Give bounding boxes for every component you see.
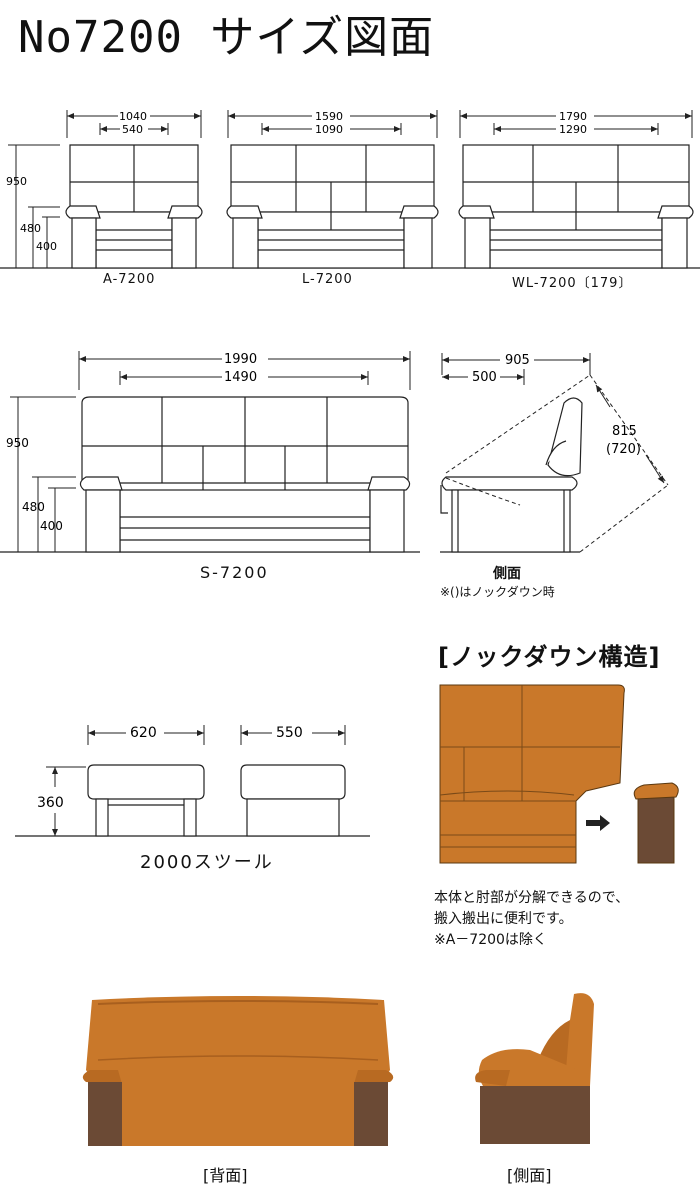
- knockdown-heading: [ノックダウン構造]: [438, 643, 661, 671]
- back-photo-label: [背面]: [203, 1166, 248, 1185]
- a7200-width: 1040: [119, 110, 147, 123]
- row1-height-arm: 480: [20, 222, 41, 235]
- sofa-wl7200-front: [458, 144, 694, 269]
- page-title: No7200 サイズ図面: [18, 12, 435, 63]
- knockdown-illustration: [439, 684, 679, 864]
- wl7200-label: WL-7200〔179〕: [512, 276, 633, 291]
- side-photo-label: [側面]: [507, 1166, 552, 1185]
- knockdown-note: ※()はノックダウン時: [440, 585, 555, 599]
- stool-550: [240, 764, 346, 837]
- sofa-l7200-front: [226, 144, 439, 269]
- a7200-label: A-7200: [103, 272, 156, 287]
- arrow-right-icon: [586, 815, 610, 831]
- s7200-height-total: 950: [6, 436, 29, 450]
- l7200-width: 1590: [315, 110, 343, 123]
- stool1-width: 620: [130, 725, 157, 741]
- side-photo: [475, 993, 594, 1144]
- stool-label: 2000スツール: [140, 852, 274, 873]
- sofa-a7200-front: [65, 144, 203, 269]
- stool2-width: 550: [276, 725, 303, 741]
- s7200-inner: 1490: [224, 370, 257, 385]
- knockdown-desc-2: 搬入搬出に便利です。: [434, 911, 573, 927]
- row1-height-total: 950: [6, 175, 27, 188]
- side-depth: 905: [505, 353, 530, 368]
- row1-drawings: 950 480 400: [0, 110, 700, 269]
- stool-620: [87, 764, 205, 837]
- a7200-inner: 540: [122, 123, 143, 136]
- wl7200-inner: 1290: [559, 123, 587, 136]
- row1-height-seat: 400: [36, 240, 57, 253]
- l7200-inner: 1090: [315, 123, 343, 136]
- s7200-height-seat: 400: [40, 519, 63, 533]
- row2-drawings: 950 480 400 1990 1490: [0, 351, 669, 553]
- side-view-label: 側面: [493, 566, 521, 582]
- side-recline-kd: (720): [606, 442, 641, 457]
- wl7200-width: 1790: [559, 110, 587, 123]
- stool-height: 360: [37, 795, 64, 811]
- side-recline: 815: [612, 424, 637, 439]
- s7200-width: 1990: [224, 352, 257, 367]
- s7200-label: S-7200: [200, 563, 269, 582]
- back-photo: [82, 996, 394, 1146]
- detached-arm: [633, 782, 679, 864]
- stool-drawings: 620 550 360: [15, 725, 370, 837]
- s7200-height-arm: 480: [22, 500, 45, 514]
- sofa-side-view: [440, 397, 583, 553]
- knockdown-desc-1: 本体と肘部が分解できるので、: [434, 890, 630, 906]
- side-seat-depth: 500: [472, 370, 497, 385]
- l7200-label: L-7200: [302, 272, 353, 287]
- sofa-s7200-front: [79, 396, 411, 553]
- knockdown-desc-3: ※A－7200は除く: [434, 932, 547, 948]
